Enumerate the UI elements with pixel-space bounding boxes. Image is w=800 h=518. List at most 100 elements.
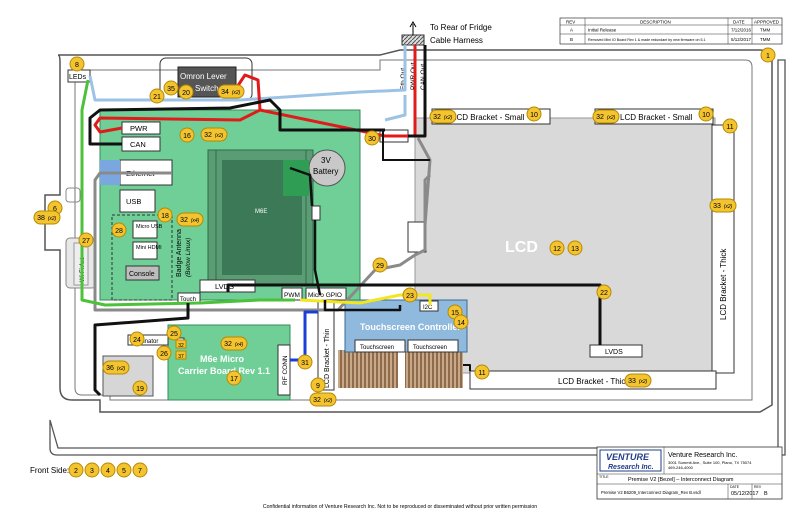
- terminator[interactable]: [127, 334, 169, 346]
- terminator-label: Terminator: [130, 339, 158, 345]
- badge-18: 18: [157, 207, 173, 223]
- usb-label: USB: [126, 197, 141, 206]
- touchscreen-1-label: Touchscreen: [360, 345, 394, 351]
- back-outline: [49, 59, 786, 456]
- svg-text:(x2): (x2): [324, 398, 333, 404]
- touchscreen-conn-2[interactable]: [407, 339, 459, 353]
- badge-16: 16: [179, 127, 195, 143]
- svg-text:32: 32: [224, 341, 232, 348]
- svg-text:29: 29: [376, 263, 384, 270]
- svg-text:Premise V2 B6209_Interconnect: Premise V2 B6209_Interconnect Diagram_Re…: [601, 490, 701, 495]
- ribbon-cable-left: [338, 350, 398, 388]
- svg-text:(x2): (x2): [444, 115, 453, 121]
- svg-text:17: 17: [230, 376, 238, 383]
- wire-blue: [290, 310, 318, 362]
- svg-text:26: 26: [160, 351, 168, 358]
- svg-text:B: B: [764, 491, 768, 497]
- badge-23: 23: [402, 287, 418, 303]
- badge-33a: 33(x2): [709, 198, 737, 213]
- svg-text:38: 38: [37, 215, 45, 222]
- svg-text:TMM: TMM: [760, 28, 770, 33]
- lcd-lvds-connector[interactable]: [589, 344, 643, 358]
- svg-text:9: 9: [316, 383, 320, 390]
- svg-text:REV: REV: [566, 20, 575, 25]
- svg-text:33: 33: [628, 378, 636, 385]
- badge-33b: 33(x2): [624, 373, 652, 388]
- front-badges: 2 3 4 5 7: [68, 462, 148, 478]
- rear-label: To Rear of Fridge: [430, 23, 492, 32]
- svg-text:7/12/2016: 7/12/2016: [731, 28, 752, 33]
- svg-text:7: 7: [138, 468, 142, 475]
- bracket-thick-bottom[interactable]: [469, 370, 717, 390]
- badge-32a: 32(x2): [200, 127, 228, 142]
- console-label: Console: [129, 271, 155, 278]
- svg-text:(x2): (x2): [215, 133, 224, 139]
- bracket-thick-right-label: LCD Bracket - Thick: [719, 248, 728, 320]
- console-connector[interactable]: [125, 265, 160, 281]
- badge-32e: 32: [175, 339, 187, 349]
- svg-text:37: 37: [178, 354, 184, 360]
- svg-text:(x2): (x2): [117, 366, 126, 372]
- badge-12: 12: [549, 240, 565, 256]
- revision-table: REV DESCRIPTION DATE APPROVED A Initial …: [559, 17, 783, 45]
- svg-text:05/12/2017: 05/12/2017: [731, 491, 759, 497]
- wires: [80, 45, 602, 397]
- title-block: VENTURE Research Inc. Venture Research I…: [596, 446, 783, 500]
- badge-13: 13: [567, 240, 583, 256]
- badge-34: 34(x2): [217, 84, 245, 99]
- badge-22: 22: [596, 284, 612, 300]
- rf-conn[interactable]: [277, 344, 291, 396]
- badge-38: 38(x2): [33, 210, 61, 225]
- svg-text:32: 32: [433, 114, 441, 121]
- badge-antenna-outline: [111, 214, 173, 301]
- badges: 1 8 6 38(x2) 27 21 35 20 34(x2) 16 32(x2…: [33, 47, 776, 407]
- svg-text:Venture Research Inc.: Venture Research Inc.: [668, 452, 737, 459]
- wire-black-can: [88, 45, 427, 146]
- svg-text:1: 1: [766, 53, 770, 60]
- micro-usb-connector[interactable]: [132, 220, 158, 239]
- svg-text:3: 3: [90, 468, 94, 475]
- badge-20: 20: [178, 84, 194, 100]
- wire-red: [93, 45, 417, 138]
- touch-ctrl-label: Touchscreen Controller: [360, 322, 461, 332]
- svg-text:36: 36: [106, 365, 114, 372]
- svg-text:Removed Mini IO Board Rev 1 &: Removed Mini IO Board Rev 1 & made redun…: [588, 38, 705, 42]
- touchscreen-conn-1[interactable]: [354, 339, 406, 353]
- svg-text:23: 23: [406, 293, 414, 300]
- lcd-lvds-label: LVDS: [605, 349, 623, 356]
- mini-hdmi-connector[interactable]: [132, 241, 158, 260]
- footer-text: Confidential information of Venture Rese…: [263, 504, 537, 510]
- svg-text:DATE: DATE: [733, 20, 745, 25]
- svg-text:Premise V2 [Bezel] – Interconn: Premise V2 [Bezel] – Interconnect Diagra…: [628, 477, 734, 483]
- svg-text:11: 11: [726, 124, 733, 131]
- svg-text:4: 4: [106, 468, 110, 475]
- svg-text:3001 Summit Ave., Suite 100, P: 3001 Summit Ave., Suite 100, Plano, TX 7…: [668, 460, 752, 465]
- wire-black-to-thick: [463, 364, 471, 371]
- svg-text:32: 32: [178, 343, 184, 349]
- svg-text:5: 5: [122, 468, 126, 475]
- badge-32g: 32(x2): [309, 392, 337, 407]
- svg-text:(x2): (x2): [639, 379, 648, 385]
- m6e-label: M6E: [255, 209, 267, 215]
- touchscreen-2-label: Touchscreen: [413, 345, 447, 351]
- svg-text:DATE: DATE: [730, 485, 740, 489]
- rear-arrow: [409, 21, 417, 35]
- badge-37: 37: [175, 350, 187, 360]
- badge-31: 31: [297, 354, 313, 370]
- svg-text:11: 11: [478, 370, 485, 377]
- badge-17: 17: [226, 370, 242, 386]
- badge-32b: 32(x4): [176, 212, 204, 227]
- usb-connector[interactable]: [119, 189, 156, 213]
- badge-32f: 32(x4): [220, 336, 248, 351]
- svg-text:20: 20: [182, 90, 190, 97]
- badge-14: 14: [453, 314, 469, 330]
- pwr-label: PWR: [130, 124, 148, 133]
- svg-text:35: 35: [167, 86, 175, 93]
- front-badge-2: 2: [68, 462, 84, 478]
- front-badge-7: 7: [132, 462, 148, 478]
- badge-11a: 11: [722, 118, 738, 134]
- front-badge-5: 5: [116, 462, 132, 478]
- front-badge-4: 4: [100, 462, 116, 478]
- svg-text:12: 12: [553, 246, 561, 253]
